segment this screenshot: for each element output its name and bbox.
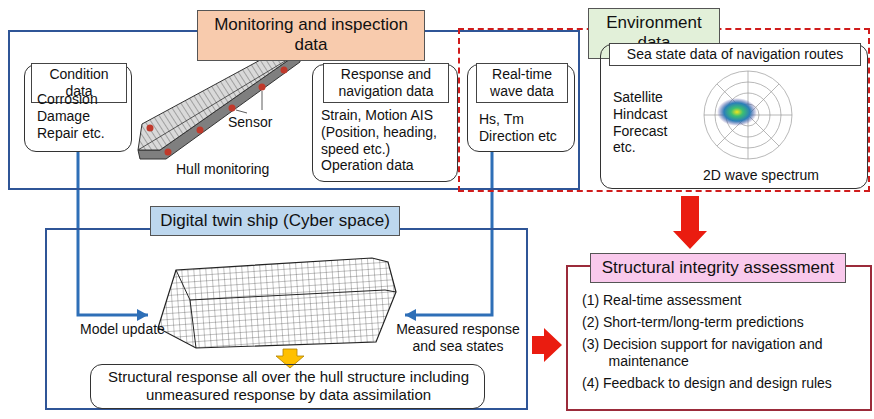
box-heading: Response and navigation data <box>323 63 449 103</box>
box-heading: Sea state data of navigation routes <box>609 43 861 66</box>
plot-caption: 2D wave spectrum <box>703 167 823 184</box>
panel-title: Structural integrity assessment <box>590 253 846 283</box>
twin-panel: Digital twin ship (Cyber space)Structura… <box>45 228 528 410</box>
flow-arrow <box>78 152 148 321</box>
panel-title: Digital twin ship (Cyber space) <box>150 206 400 236</box>
box-heading: Real-time wave data <box>476 63 568 103</box>
box-body: Hs, Tm Direction etc <box>479 111 573 145</box>
wave-spectrum-plot <box>704 71 792 159</box>
list-item: (2) Short-term/long-term predictions <box>582 314 868 331</box>
arrow-label: Model update <box>80 321 180 338</box>
block-arrow <box>673 196 707 249</box>
list-item: (4) Feedback to design and design rules <box>582 375 868 392</box>
assessment-panel: Structural integrity assessment(1) Real-… <box>566 265 872 411</box>
data-box: Condition dataCorrosion Damage Repair et… <box>24 64 132 152</box>
box-body: Corrosion Damage Repair etc. <box>37 91 129 141</box>
flow-arrow <box>405 152 492 321</box>
environment-region: Environment dataSea state data of naviga… <box>458 28 870 192</box>
list-item: (3) Decision support for navigation and … <box>582 336 868 370</box>
data-box: Sea state data of navigation routesSatel… <box>600 44 868 189</box>
box-body: Structural response all over the hull st… <box>97 368 480 404</box>
figure-label: Hull monitoring <box>176 161 296 178</box>
result-box: Structural response all over the hull st… <box>90 364 485 409</box>
data-box: Real-time wave dataHs, Tm Direction etc <box>467 64 575 152</box>
block-arrow <box>532 328 562 362</box>
leader-line <box>262 91 263 110</box>
panel-title: Monitoring and inspection data <box>197 10 425 61</box>
box-body: Strain, Motion AIS (Position, heading, s… <box>321 107 455 174</box>
mesh-ship-illustration <box>158 258 396 368</box>
down-arrow <box>276 349 304 368</box>
callout-label: Sensor <box>228 114 288 131</box>
arrow-label: Measured response and sea states <box>392 321 524 355</box>
data-panel: Monitoring and inspection dataCondition … <box>8 30 580 190</box>
list-item: (1) Real-time assessment <box>582 292 868 309</box>
data-box: Response and navigation dataStrain, Moti… <box>312 64 458 182</box>
leader-line <box>236 110 247 113</box>
source-list: Satellite Hindcast Forecast etc. <box>613 89 693 156</box>
